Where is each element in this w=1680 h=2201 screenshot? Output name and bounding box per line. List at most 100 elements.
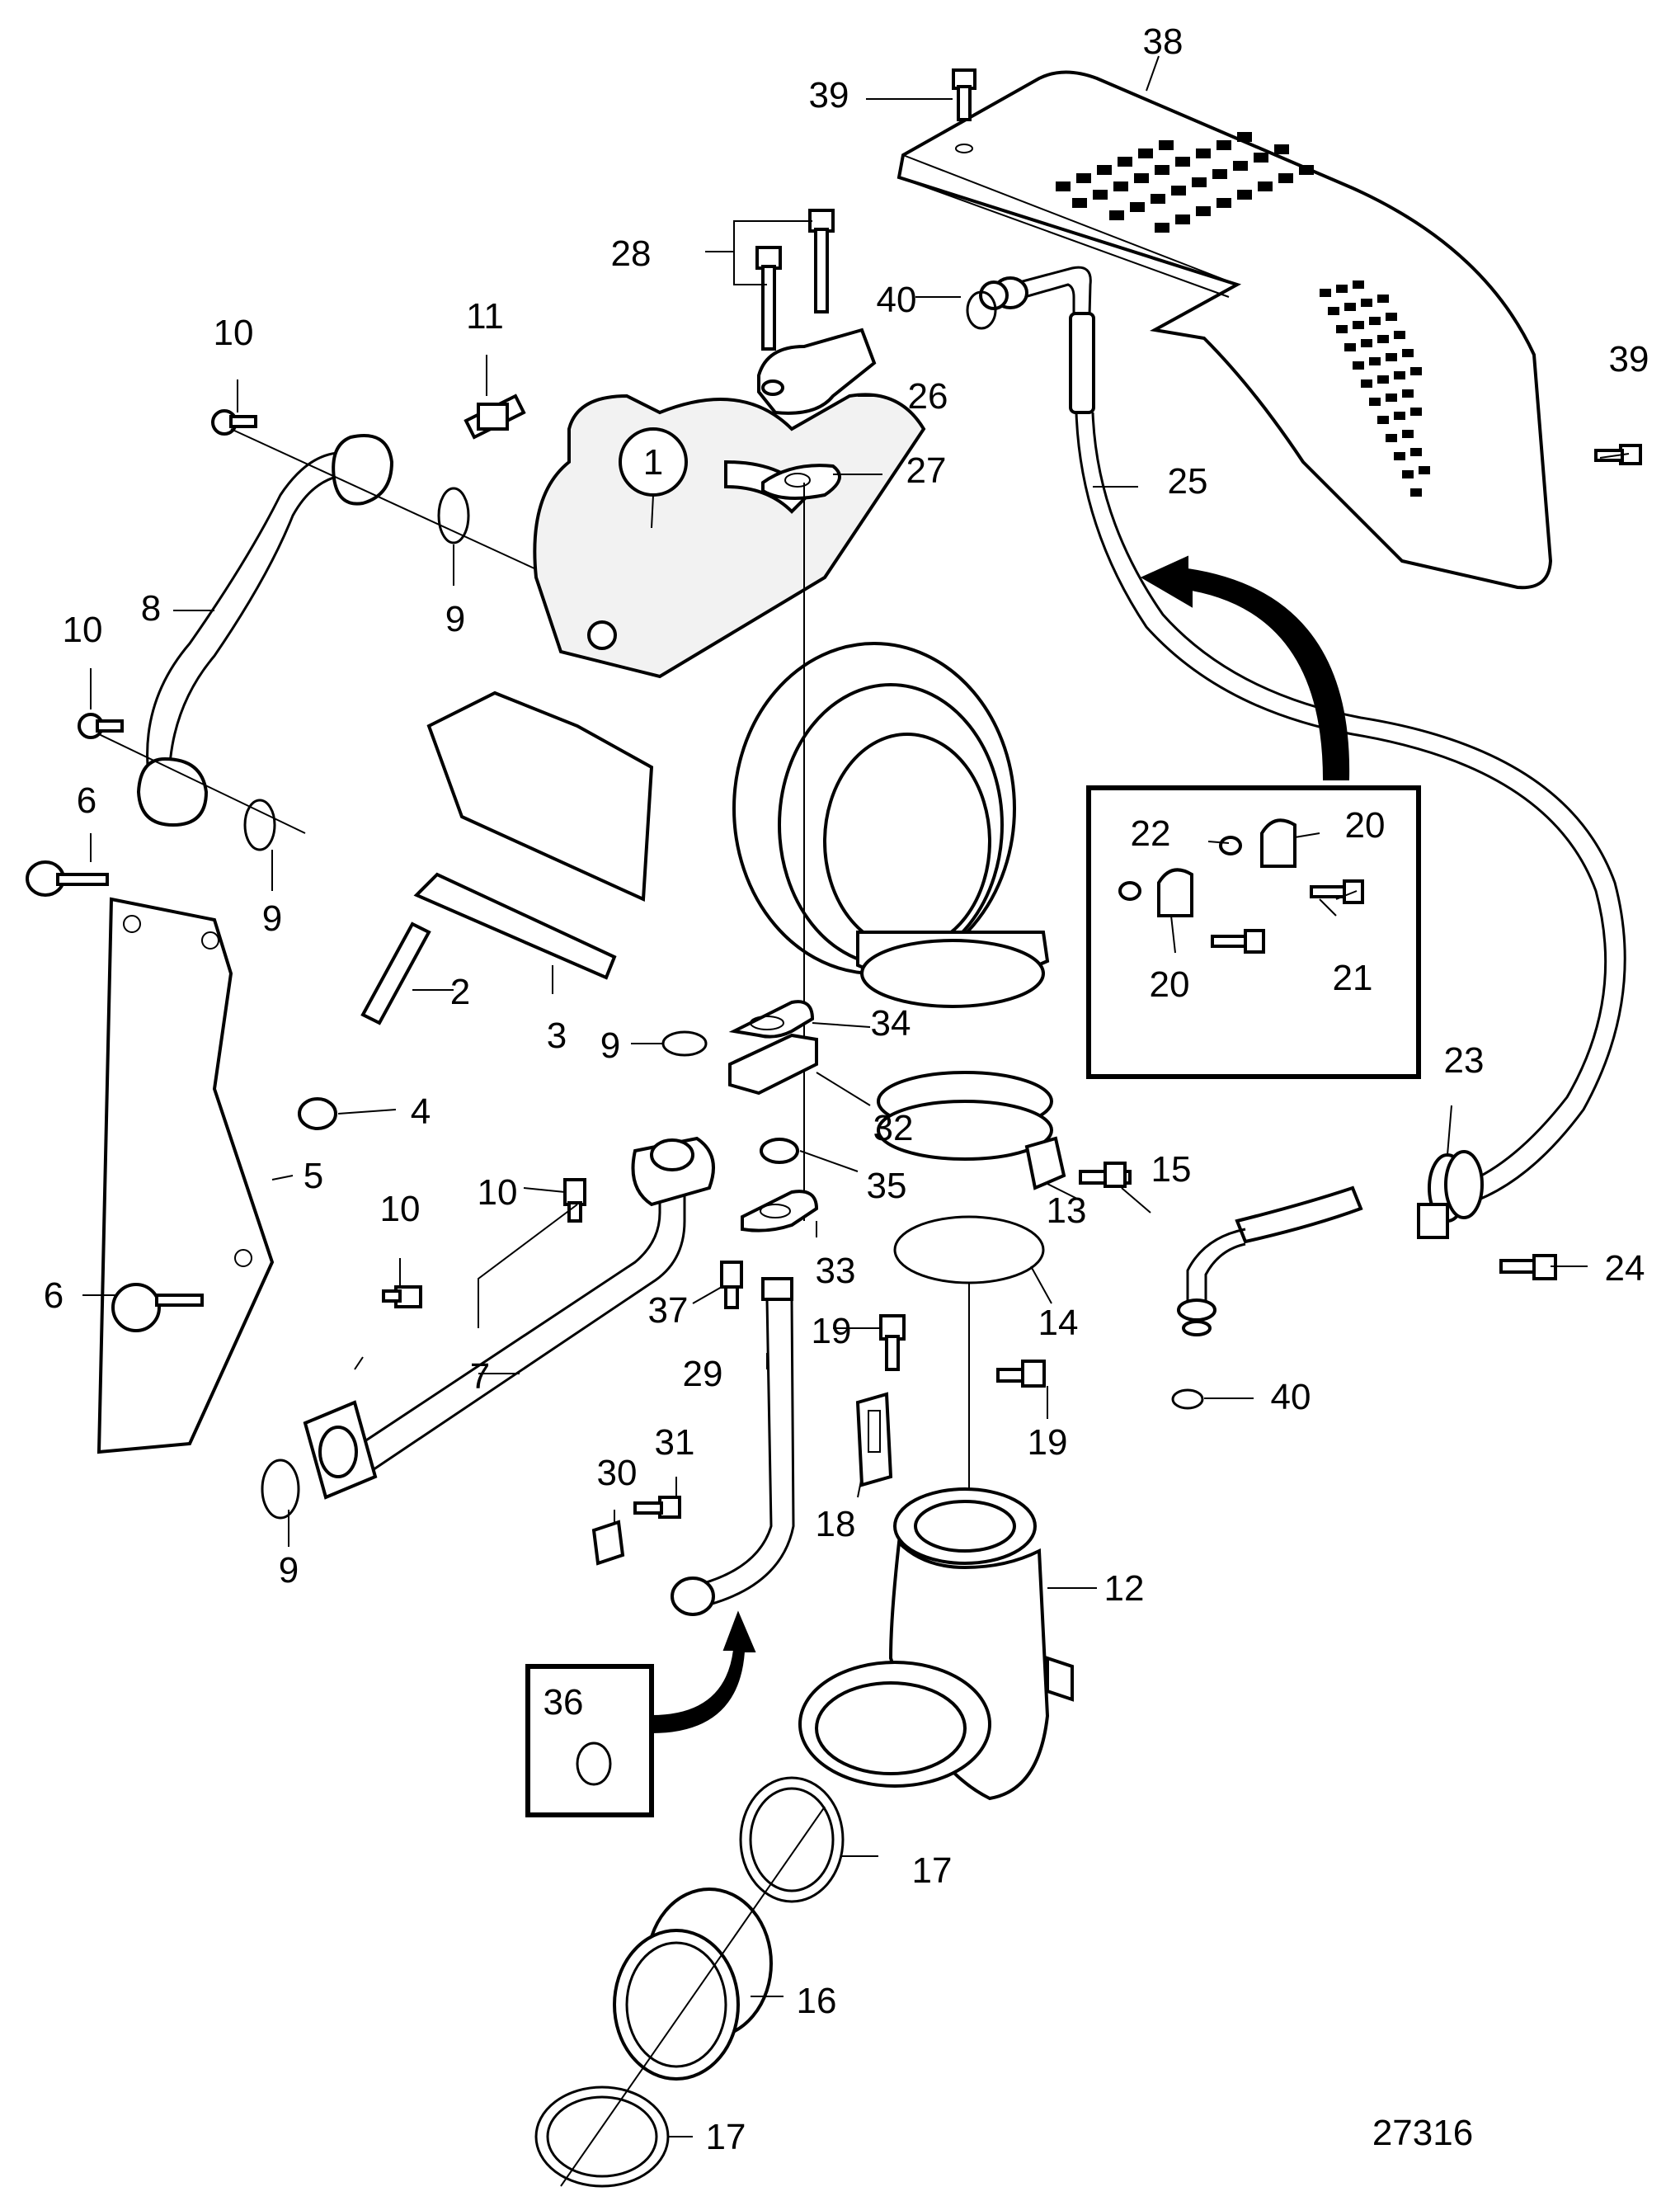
bolt-39-top xyxy=(952,68,976,153)
drawing-number: 27316 xyxy=(1372,2113,1473,2153)
callout-33: 33 xyxy=(816,1251,856,1291)
callout-21: 21 xyxy=(1333,958,1373,998)
callout-32: 32 xyxy=(873,1108,914,1148)
callout-17b: 17 xyxy=(706,2117,746,2157)
heat-shield-part xyxy=(896,70,1553,590)
centerline-outlet xyxy=(560,1806,826,2187)
callout-20b: 20 xyxy=(1150,964,1190,1005)
bolt-37 xyxy=(720,1261,743,1309)
callout-4: 4 xyxy=(411,1091,431,1132)
callout-16: 16 xyxy=(797,1981,837,2021)
callout-39a: 39 xyxy=(809,75,849,115)
callout-10b: 10 xyxy=(63,610,103,650)
callout-27: 27 xyxy=(906,450,947,491)
callout-3: 3 xyxy=(547,1016,567,1056)
gasket-27 xyxy=(761,464,841,500)
callout-9d: 9 xyxy=(279,1550,299,1591)
inset-arrow-36 xyxy=(651,1610,756,1734)
inset-arrow xyxy=(1140,555,1350,780)
bolts-28 xyxy=(755,209,835,351)
callout-12: 12 xyxy=(1104,1568,1145,1609)
leader-1 xyxy=(651,494,654,529)
sealing-ring-17-upper xyxy=(739,1776,845,1903)
callout-40a: 40 xyxy=(877,280,917,320)
bolt-10-pipe8-top xyxy=(211,409,257,436)
clamp-13 xyxy=(877,1071,1066,1190)
callout-20a: 20 xyxy=(1345,805,1386,846)
bracket-18 xyxy=(855,1392,893,1487)
callout-39b: 39 xyxy=(1609,339,1649,379)
callout-34: 34 xyxy=(871,1003,911,1044)
callout-17a: 17 xyxy=(912,1850,953,1891)
callout-9a: 9 xyxy=(445,599,465,639)
callout-31: 31 xyxy=(655,1422,695,1463)
callout-18: 18 xyxy=(816,1504,856,1544)
bolt-19-upper xyxy=(879,1314,906,1371)
bolt-21-upper xyxy=(1310,879,1364,904)
stud-2 xyxy=(360,921,431,1025)
callout-19a: 19 xyxy=(812,1311,852,1351)
callout-11: 11 xyxy=(466,296,504,337)
sealing-ring-17-lower xyxy=(534,2086,670,2188)
callout-40b: 40 xyxy=(1271,1377,1311,1417)
callout-38: 38 xyxy=(1143,21,1184,62)
bolt-19-lower xyxy=(996,1360,1046,1388)
fitting-26 xyxy=(757,328,877,415)
clip-inset-box xyxy=(1086,785,1421,1079)
gasket-33 xyxy=(741,1190,819,1232)
callout-10c: 10 xyxy=(478,1172,518,1213)
callout-labels: 1 2 3 4 5 6 6 7 8 9 9 9 9 10 10 10 10 11… xyxy=(44,21,1649,2157)
callout-10d: 10 xyxy=(380,1189,421,1229)
callout-25: 25 xyxy=(1168,461,1208,502)
sealing-ring-9-top xyxy=(437,487,470,544)
bolt-24 xyxy=(1499,1254,1557,1280)
leader-lines xyxy=(82,55,1630,2137)
callout-30: 30 xyxy=(597,1453,638,1493)
callout-6b: 6 xyxy=(44,1275,64,1316)
sleeve-16 xyxy=(613,1888,773,2081)
clip-30 xyxy=(591,1520,625,1566)
heat-shield-grid-side xyxy=(1320,280,1430,497)
callout-10a: 10 xyxy=(214,313,254,353)
callout-9b: 9 xyxy=(262,898,282,939)
sealing-ring-9-bottom xyxy=(261,1459,300,1520)
bolt-10-pipe8-bottom xyxy=(78,713,124,739)
flange-32 xyxy=(728,1033,818,1096)
exhaust-elbow-12 xyxy=(798,1487,1074,1801)
callout-26: 26 xyxy=(908,376,948,417)
callout-1: 1 xyxy=(643,442,663,483)
bolt-21-lower xyxy=(1211,929,1265,954)
sealing-ring-9-center xyxy=(661,1030,708,1057)
callout-5: 5 xyxy=(304,1156,323,1196)
bolt-10-center xyxy=(563,1178,586,1223)
callout-7: 7 xyxy=(470,1356,490,1397)
bracket-5 xyxy=(96,897,275,1454)
fitting-40-top xyxy=(966,276,1028,330)
bolt-10-lower xyxy=(382,1285,422,1308)
gasket-34 xyxy=(728,1000,815,1039)
heat-shield-grid-top xyxy=(1056,132,1314,233)
callout-14: 14 xyxy=(1038,1303,1079,1343)
sealing-ring-40-bottom xyxy=(1171,1388,1204,1410)
callout-37: 37 xyxy=(648,1290,689,1331)
callout-19b: 19 xyxy=(1028,1422,1068,1463)
callout-8: 8 xyxy=(141,588,161,629)
pipe-29 xyxy=(671,1277,795,1616)
pipe-8 xyxy=(136,434,394,827)
washer-35 xyxy=(760,1138,799,1164)
callout-23: 23 xyxy=(1444,1040,1485,1081)
nut-4 xyxy=(298,1097,337,1130)
callout-35: 35 xyxy=(867,1166,907,1206)
oil-pipe-part xyxy=(1009,266,1626,1336)
bolt-6-lower xyxy=(111,1283,204,1332)
callout-2: 2 xyxy=(450,972,470,1012)
sealing-ring-9-left xyxy=(243,799,276,851)
callout-15: 15 xyxy=(1151,1149,1192,1190)
bolt-6-upper xyxy=(26,860,109,897)
callout-24: 24 xyxy=(1605,1248,1645,1289)
callout-13: 13 xyxy=(1047,1190,1087,1231)
pipe-7 xyxy=(303,1136,715,1500)
callout-22: 22 xyxy=(1131,813,1171,854)
gasket-3 xyxy=(413,872,617,980)
